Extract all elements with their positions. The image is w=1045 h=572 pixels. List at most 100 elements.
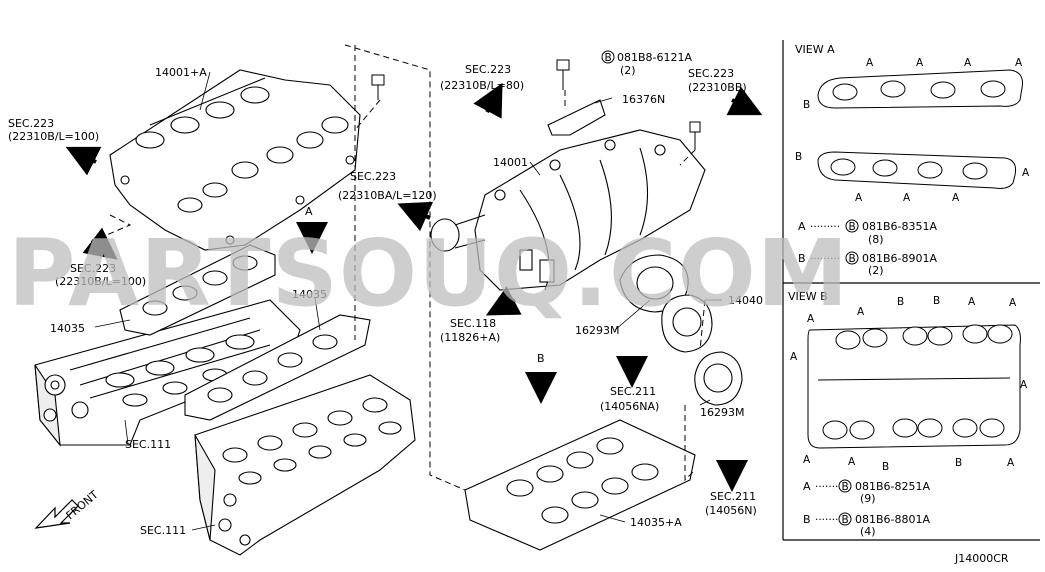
label-sec223-c-2: (22310BA/L=120) bbox=[338, 189, 437, 202]
svg-text:(9): (9) bbox=[860, 492, 876, 505]
svg-text:A: A bbox=[903, 192, 911, 204]
label-sec211-b-2: (14056N) bbox=[705, 504, 757, 517]
svg-text:(4): (4) bbox=[860, 525, 876, 538]
svg-text:A: A bbox=[1022, 167, 1030, 179]
leader-dashes bbox=[94, 44, 706, 491]
gasket-lower bbox=[464, 419, 696, 551]
svg-text:·········: ········· bbox=[810, 221, 840, 233]
label-14040: 14040 bbox=[728, 294, 763, 307]
label-sec111-a: SEC.111 bbox=[125, 438, 171, 451]
label-16293M-a: 16293M bbox=[575, 324, 619, 337]
view-a-legend-2: B ········· B 081B6-8901A (2) bbox=[798, 251, 938, 277]
label-bolt-top-2: (2) bbox=[620, 64, 636, 77]
svg-text:B: B bbox=[795, 151, 802, 163]
view-a-legend-1: A ········· B 081B6-8351A (8) bbox=[798, 219, 938, 246]
svg-text:(2): (2) bbox=[868, 264, 884, 277]
svg-text:B: B bbox=[955, 457, 962, 469]
svg-text:081B6-8901A: 081B6-8901A bbox=[862, 252, 938, 265]
label-sec118-2: (11826+A) bbox=[440, 331, 500, 344]
label-sec223-tr-2: (22310BB) bbox=[688, 81, 747, 94]
svg-text:A: A bbox=[1015, 57, 1023, 69]
svg-text:A: A bbox=[952, 192, 960, 204]
label-14001A: 14001+A bbox=[155, 66, 207, 79]
svg-text:081B6-8351A: 081B6-8351A bbox=[862, 220, 938, 233]
svg-text:B: B bbox=[882, 461, 889, 473]
gasket-left bbox=[119, 244, 276, 336]
cylinder-head-left bbox=[34, 299, 301, 447]
view-a-gasket-bottom bbox=[817, 151, 1016, 189]
view-b-legend-1: A ······· B 081B6-8251A (9) bbox=[803, 479, 931, 505]
label-sec223-tl-1: SEC.223 bbox=[8, 117, 54, 130]
view-a-panel: VIEW A A A A A B B A A A A bbox=[782, 40, 1040, 541]
part-labels: 14001+A SEC.223 (22310B/L=100) SEC.223 (… bbox=[8, 50, 763, 537]
arrows bbox=[65, 82, 763, 492]
svg-text:A: A bbox=[790, 351, 798, 363]
intake-manifold-main bbox=[430, 129, 706, 291]
label-sec223-tl-2: (22310B/L=100) bbox=[8, 130, 99, 143]
label-sec111-b: SEC.111 bbox=[140, 524, 186, 537]
view-a-title: VIEW A bbox=[795, 43, 835, 56]
svg-text:·········: ········· bbox=[810, 253, 840, 265]
bolt-callout-top: B 081B8-6121A (2) bbox=[601, 50, 693, 77]
svg-text:·······: ······· bbox=[815, 481, 838, 493]
label-14001: 14001 bbox=[493, 156, 528, 169]
arrow-B-label: B bbox=[537, 352, 545, 365]
label-16376N: 16376N bbox=[622, 93, 665, 106]
view-b-gasket bbox=[807, 324, 1021, 449]
svg-text:A: A bbox=[848, 456, 856, 468]
label-sec223-tr-1: SEC.223 bbox=[688, 67, 734, 80]
svg-text:A: A bbox=[857, 306, 865, 318]
arrow-A-label: A bbox=[305, 205, 313, 218]
bracket-16376N bbox=[547, 99, 606, 136]
svg-text:B: B bbox=[897, 296, 904, 308]
diagram-code: J14000CR bbox=[954, 552, 1009, 565]
label-sec211-a-2: (14056NA) bbox=[600, 400, 659, 413]
svg-text:A: A bbox=[1009, 297, 1017, 309]
svg-text:B: B bbox=[842, 514, 849, 526]
label-sec223-t-2: (22310B/L=80) bbox=[440, 79, 524, 92]
svg-text:A: A bbox=[798, 220, 806, 233]
label-bolt-top-1: 081B8-6121A bbox=[617, 51, 693, 64]
label-sec223-t-1: SEC.223 bbox=[465, 63, 511, 76]
svg-text:B: B bbox=[933, 295, 940, 307]
label-sec223-ml-2: (22310B/L=100) bbox=[55, 275, 146, 288]
svg-text:A: A bbox=[807, 313, 815, 325]
watermark: PARTSOUQ.COM bbox=[8, 220, 849, 327]
cylinder-head-right bbox=[194, 374, 416, 556]
view-a-callout: A bbox=[866, 57, 874, 69]
label-14035-left: 14035 bbox=[50, 322, 85, 335]
view-a-gasket-top bbox=[817, 69, 1023, 109]
svg-text:081B6-8251A: 081B6-8251A bbox=[855, 480, 931, 493]
label-sec211-a-1: SEC.211 bbox=[610, 385, 656, 398]
gasket-middle bbox=[184, 314, 371, 421]
label-sec118-1: SEC.118 bbox=[450, 317, 496, 330]
svg-text:A: A bbox=[1020, 379, 1028, 391]
label-sec223-c-1: SEC.223 bbox=[350, 170, 396, 183]
svg-text:(8): (8) bbox=[868, 233, 884, 246]
view-b-legend-2: B ······· B 081B6-8801A (4) bbox=[803, 512, 931, 538]
svg-text:A: A bbox=[855, 192, 863, 204]
svg-text:B: B bbox=[842, 481, 849, 493]
svg-text:A: A bbox=[968, 296, 976, 308]
svg-text:·······: ······· bbox=[815, 514, 838, 526]
label-14035-mid: 14035 bbox=[292, 288, 327, 301]
svg-text:B: B bbox=[849, 253, 856, 265]
svg-text:B: B bbox=[803, 99, 810, 111]
svg-text:A: A bbox=[803, 454, 811, 466]
leader-lines bbox=[94, 71, 722, 531]
throttle-body-parts bbox=[619, 254, 743, 406]
svg-text:B: B bbox=[803, 513, 811, 526]
front-direction-icon: FRONT bbox=[34, 488, 101, 529]
svg-text:A: A bbox=[964, 57, 972, 69]
svg-text:A: A bbox=[803, 480, 811, 493]
view-b-title: VIEW B bbox=[788, 290, 828, 303]
label-sec211-b-1: SEC.211 bbox=[710, 490, 756, 503]
intake-manifold-upper-left bbox=[109, 69, 361, 251]
svg-text:B: B bbox=[849, 221, 856, 233]
bolts bbox=[371, 59, 701, 150]
svg-text:A: A bbox=[916, 57, 924, 69]
label-sec223-ml-1: SEC.223 bbox=[70, 262, 116, 275]
svg-text:081B6-8801A: 081B6-8801A bbox=[855, 513, 931, 526]
svg-text:B: B bbox=[798, 252, 806, 265]
